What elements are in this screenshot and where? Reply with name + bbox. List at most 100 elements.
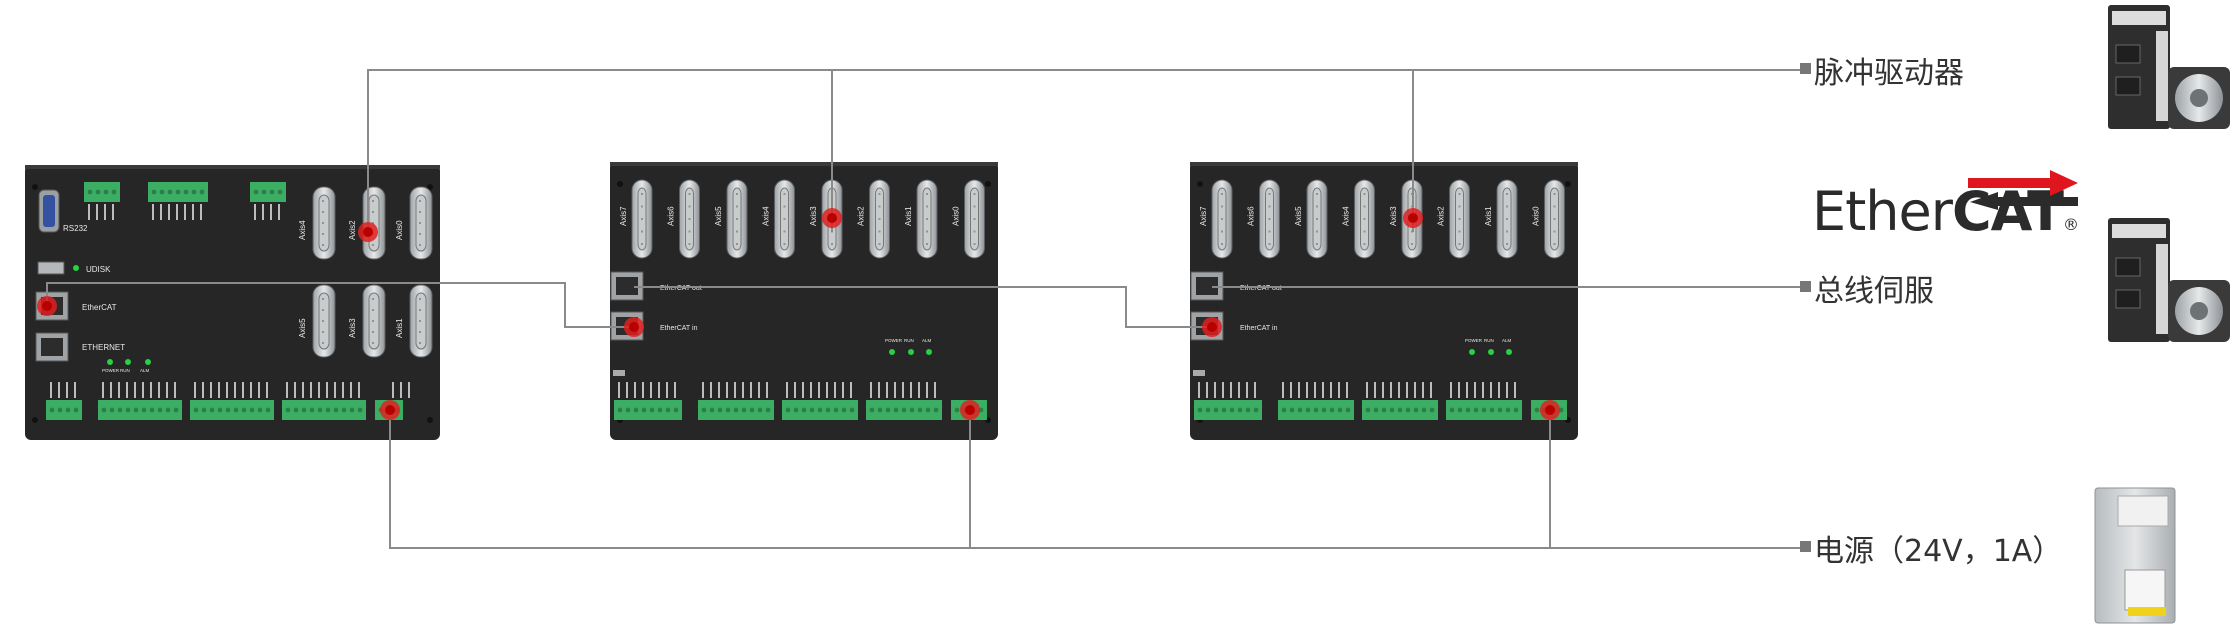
expansion-bottom-terminal-1-pin	[1221, 407, 1227, 413]
expansion-led-label: POWER	[1465, 338, 1483, 343]
ctrl-terminal-2-pin	[159, 189, 165, 195]
ctrl-bottom-terminal-2-labels	[142, 382, 144, 398]
ctrl-bottom-terminal-4-pin	[317, 407, 323, 413]
expansion-bottom-terminal-3-pin	[785, 407, 791, 413]
expansion-bottom-terminal-4-pin	[1497, 407, 1503, 413]
expansion-axis-label: Axis7	[1199, 206, 1208, 226]
main-controller-board-screw	[427, 184, 433, 190]
expansion-bottom-terminal-3-pin	[1381, 407, 1387, 413]
expansion-bottom-terminal-4-pin	[909, 407, 915, 413]
main-controller-board-edge	[25, 165, 440, 169]
expansion-terminal-labels	[1374, 382, 1376, 398]
bus-servo-image-drive-side	[2156, 244, 2168, 334]
ctrl-ethercat-label: EtherCAT	[82, 303, 117, 312]
expansion-terminal-labels	[1222, 382, 1224, 398]
expansion-bottom-terminal-3-pin	[801, 407, 807, 413]
ctrl-bottom-terminal-4-labels	[318, 382, 320, 398]
ctrl-terminal-3-labels	[254, 204, 256, 220]
ctrl-terminal-3-pin	[261, 189, 267, 195]
ctrl-terminal-2-labels	[160, 204, 162, 220]
expansion-ethercat-in-label: EtherCAT in	[1240, 325, 1278, 332]
ctrl-led-1	[125, 359, 131, 365]
udisk-led	[73, 265, 79, 271]
ctrl-terminal-2-labels	[152, 204, 154, 220]
expansion-bottom-terminal-4-pin	[1457, 407, 1463, 413]
expansion-bottom-terminal-4-pin	[1473, 407, 1479, 413]
ctrl-terminal-2-pin	[199, 189, 205, 195]
ctrl-terminal-3-labels	[262, 204, 264, 220]
expansion-bottom-terminal-1-pin	[641, 407, 647, 413]
expansion-terminal-labels	[1330, 382, 1332, 398]
ctrl-terminal-2-labels	[168, 204, 170, 220]
expansion-led-label: RUN	[904, 338, 914, 343]
connection-wire	[367, 69, 1800, 232]
expansion-terminal-labels	[1314, 382, 1316, 398]
ctrl-ethernet-port-socket	[41, 338, 63, 356]
expansion-led	[908, 349, 914, 355]
expansion-terminal-labels	[734, 382, 736, 398]
ctrl-bottom-terminal-2-labels	[134, 382, 136, 398]
expansion-ethercat-in-label: EtherCAT in	[660, 325, 698, 332]
ctrl-bottom-terminal-4-pin	[293, 407, 299, 413]
expansion-axis-label: Axis6	[667, 206, 676, 226]
ctrl-bottom-terminal-1-pin	[73, 407, 79, 413]
ctrl-bottom-terminal-2-labels	[102, 382, 104, 398]
expansion-terminal-labels	[870, 382, 872, 398]
expansion-terminal-labels	[934, 382, 936, 398]
expansion-led-label: ALM	[922, 338, 932, 343]
ctrl-ethernet-label: ETHERNET	[82, 343, 125, 352]
ctrl-terminal-1-labels	[104, 204, 106, 220]
expansion-axis-label: Axis2	[857, 206, 866, 226]
expansion-bottom-terminal-1-pin	[673, 407, 679, 413]
ctrl-terminal-1-labels	[112, 204, 114, 220]
expansion-bottom-terminal-2-pin	[725, 407, 731, 413]
ctrl-terminal-2-pin	[183, 189, 189, 195]
ethercat-logo-ether: Ether	[1812, 180, 1953, 243]
bus-servo-image-drive-connector	[2115, 257, 2141, 277]
expansion-terminal-labels	[726, 382, 728, 398]
expansion-axis-label: Axis0	[952, 206, 961, 226]
expansion-led	[1506, 349, 1512, 355]
ctrl-terminal-1-labels	[88, 204, 90, 220]
ctrl-terminal-1-pin	[95, 189, 101, 195]
expansion-terminal-labels	[918, 382, 920, 398]
expansion-terminal-labels	[1254, 382, 1256, 398]
expansion-bottom-terminal-2-pin	[1329, 407, 1335, 413]
expansion-bottom-terminal-1-pin	[617, 407, 623, 413]
ctrl-bottom-terminal-2-pin	[133, 407, 139, 413]
ctrl-bottom-terminal-3-labels	[226, 382, 228, 398]
expansion-bottom-terminal-4-pin	[901, 407, 907, 413]
expansion-axis-label: Axis7	[619, 206, 628, 226]
expansion-power-terminal-pin	[954, 407, 960, 413]
ctrl-terminal-2-pin	[175, 189, 181, 195]
pulse-servo-image-drive-top	[2112, 11, 2166, 25]
ctrl-bottom-terminal-3-labels	[194, 382, 196, 398]
ctrl-terminal-3-pin	[277, 189, 283, 195]
expansion-bottom-terminal-4-pin	[893, 407, 899, 413]
expansion-terminal-labels	[826, 382, 828, 398]
ctrl-bottom-terminal-4-pin	[325, 407, 331, 413]
pulse-servo-image-drive-side	[2156, 31, 2168, 121]
expansion-bottom-terminal-1-pin	[1253, 407, 1259, 413]
expansion-terminal-labels	[742, 382, 744, 398]
expansion-terminal-labels	[1482, 382, 1484, 398]
expansion-terminal-labels	[1514, 382, 1516, 398]
main-controller-board-screw	[32, 417, 38, 423]
expansion-bottom-terminal-2-pin	[765, 407, 771, 413]
ctrl-bottom-terminal-3-pin	[193, 407, 199, 413]
connection-wire	[46, 282, 634, 328]
expansion-terminal-labels	[626, 382, 628, 398]
connection-wire	[634, 286, 1212, 328]
ctrl-bottom-terminal-3-labels	[250, 382, 252, 398]
ctrl-bottom-terminal-4-labels	[334, 382, 336, 398]
ctrl-axis-top-label: Axis0	[395, 220, 404, 240]
ctrl-bottom-terminal-4-labels	[286, 382, 288, 398]
expansion-terminal-labels	[1390, 382, 1392, 398]
ctrl-bottom-terminal-2-labels	[126, 382, 128, 398]
rs232-label: RS232	[63, 224, 88, 233]
pulse-servo-image-drive	[2108, 5, 2170, 129]
expansion-module-1-board-screw	[617, 181, 623, 187]
expansion-bottom-terminal-2-pin	[709, 407, 715, 413]
expansion-axis-label: Axis0	[1532, 206, 1541, 226]
